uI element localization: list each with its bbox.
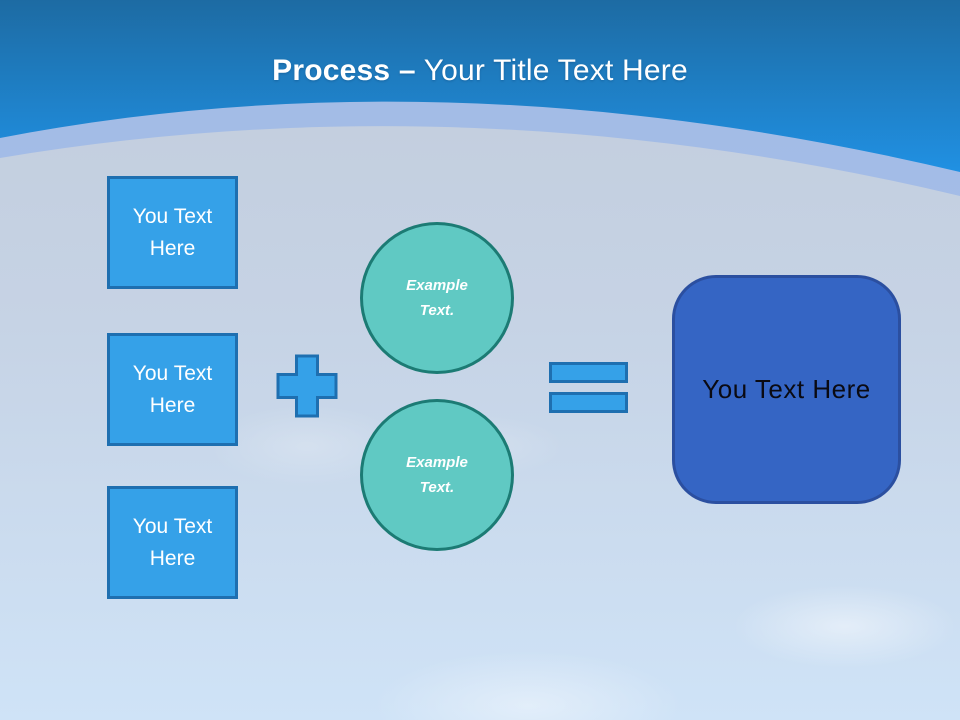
example-circle-2-label: Example Text. <box>406 454 468 496</box>
header-curve <box>0 0 960 196</box>
input-box-2-label: You Text Here <box>132 361 213 417</box>
input-box-2: You Text Here <box>107 333 238 446</box>
input-box-3: You Text Here <box>107 486 238 599</box>
input-box-1: You Text Here <box>107 176 238 289</box>
input-box-3-label: You Text Here <box>132 514 213 570</box>
result-box-label: You Text Here <box>702 374 871 404</box>
equals-bar-top <box>549 362 628 383</box>
equals-gap <box>549 383 628 392</box>
equals-icon <box>549 362 628 413</box>
equals-bar-bottom <box>549 392 628 413</box>
title-keyword: Process – <box>272 54 416 87</box>
result-box: You Text Here <box>672 275 901 504</box>
example-circle-1-label: Example Text. <box>406 277 468 319</box>
example-circle-1: Example Text. <box>360 222 514 374</box>
title-subtitle: Your Title Text Here <box>415 54 688 87</box>
example-circle-2: Example Text. <box>360 399 514 551</box>
plus-icon <box>276 354 338 423</box>
header-blue-curve <box>0 0 960 172</box>
slide-title: Process – Your Title Text Here <box>0 54 960 88</box>
input-box-1-label: You Text Here <box>132 204 213 260</box>
